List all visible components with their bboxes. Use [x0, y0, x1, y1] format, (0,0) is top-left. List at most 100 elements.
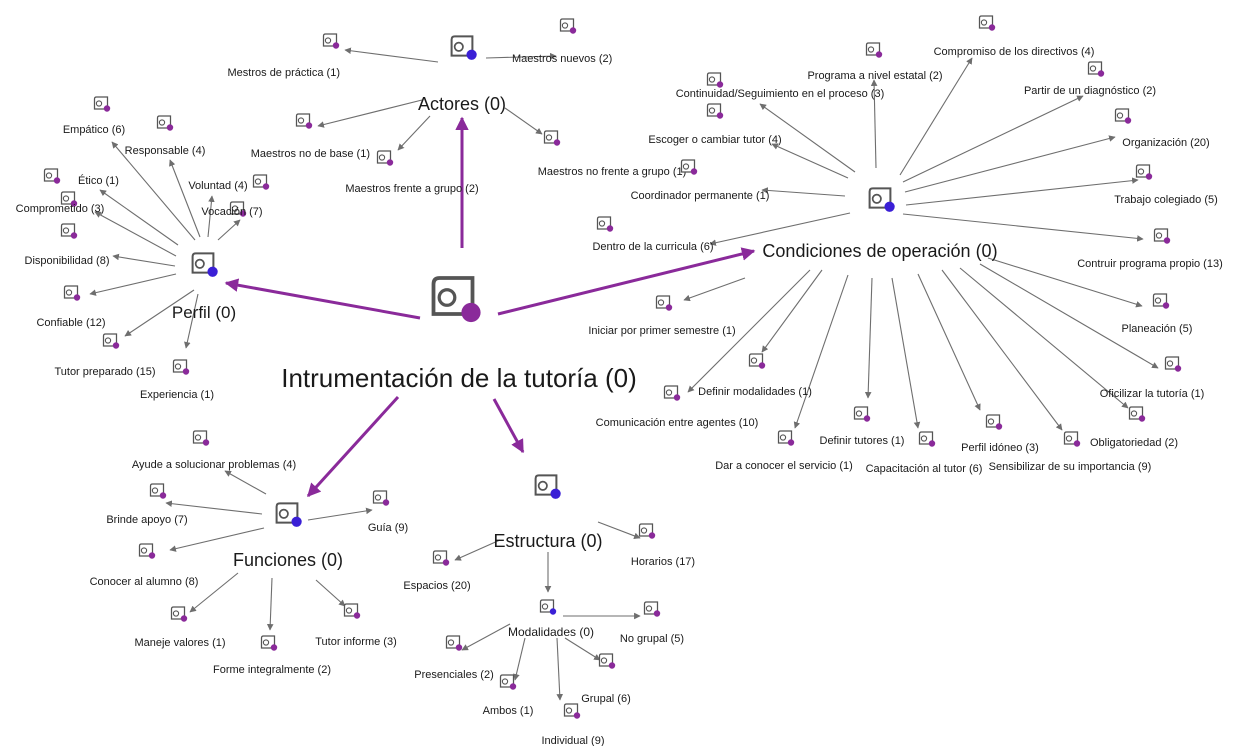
arrow-perfil-4: [94, 211, 177, 257]
code-actores-3-icon[interactable]: [376, 150, 394, 166]
code-funciones-0-icon[interactable]: [192, 430, 210, 446]
arrow-condiciones-12: [761, 269, 823, 353]
code-perfil-3-icon[interactable]: [252, 174, 270, 190]
code-perfil-0-icon[interactable]: [93, 96, 111, 112]
code-actores-2-icon[interactable]: [295, 113, 313, 129]
code-perfil-9-label: Experiencia (1): [140, 389, 214, 401]
code-funciones-4-icon[interactable]: [170, 606, 188, 622]
code-condiciones-9-label: Contruir programa propio (13): [1077, 258, 1223, 270]
arrow-actores-0: [344, 47, 439, 63]
code-condiciones-4-label: Escoger o cambiar tutor (4): [648, 134, 781, 146]
code-condiciones-16-icon[interactable]: [777, 430, 795, 446]
arrow-condiciones-2: [759, 103, 856, 173]
code-condiciones-12-icon[interactable]: [748, 353, 766, 369]
family-modalidades-label: Modalidades (0): [508, 625, 594, 639]
arrow-estructura-0: [454, 539, 501, 561]
code-condiciones-1-icon[interactable]: [865, 42, 883, 58]
family-actores-icon[interactable]: [450, 35, 477, 60]
code-perfil-4-icon[interactable]: [60, 191, 78, 207]
arrow-actores-1: [485, 52, 557, 60]
code-actores-3-label: Maestros frente a grupo (2): [345, 183, 478, 195]
arrow-condiciones-1: [870, 79, 878, 169]
code-condiciones-13-icon[interactable]: [1164, 356, 1182, 372]
code-condiciones-14-icon[interactable]: [663, 385, 681, 401]
code-condiciones-19-icon[interactable]: [985, 414, 1003, 430]
code-condiciones-17-icon[interactable]: [853, 406, 871, 422]
arrow-condiciones-19: [917, 273, 981, 411]
code-condiciones-8-icon[interactable]: [596, 216, 614, 232]
arrow-perfil-1: [169, 159, 201, 238]
code-perfil-5-icon[interactable]: [229, 201, 247, 217]
arrow-condiciones-20: [941, 269, 1063, 431]
code-condiciones-3-label: Partir de un diagnóstico (2): [1024, 85, 1156, 97]
code-funciones-1-icon[interactable]: [149, 483, 167, 499]
code-perfil-6-icon[interactable]: [60, 223, 78, 239]
arrow-actores-3: [397, 115, 431, 151]
code-condiciones-2-icon[interactable]: [706, 72, 724, 88]
code-condiciones-14-label: Comunicación entre agentes (10): [596, 417, 759, 429]
code-modalidades-4-icon[interactable]: [563, 703, 581, 719]
code-funciones-2-icon[interactable]: [372, 490, 390, 506]
code-perfil-2-icon[interactable]: [43, 168, 61, 184]
code-estructura-1-icon[interactable]: [638, 523, 656, 539]
code-funciones-3-icon[interactable]: [138, 543, 156, 559]
code-actores-4-icon[interactable]: [543, 130, 561, 146]
code-condiciones-6-icon[interactable]: [680, 159, 698, 175]
family-estructura-icon[interactable]: [534, 474, 561, 499]
code-perfil-8-icon[interactable]: [102, 333, 120, 349]
root-label: Intrumentación de la tutoría (0): [281, 363, 637, 393]
code-condiciones-3-icon[interactable]: [1087, 61, 1105, 77]
family-perfil-label: Perfil (0): [172, 303, 236, 322]
code-modalidades-3-icon[interactable]: [499, 674, 517, 690]
code-funciones-5-icon[interactable]: [260, 635, 278, 651]
code-estructura-0-icon[interactable]: [432, 550, 450, 566]
code-perfil-7-icon[interactable]: [63, 285, 81, 301]
code-condiciones-5-icon[interactable]: [1114, 108, 1132, 124]
code-condiciones-17-label: Definir tutores (1): [820, 435, 905, 447]
code-condiciones-11-icon[interactable]: [1152, 293, 1170, 309]
code-condiciones-18-label: Capacitación al tutor (6): [866, 463, 983, 475]
code-actores-0-icon[interactable]: [322, 33, 340, 49]
code-condiciones-18-icon[interactable]: [918, 431, 936, 447]
code-condiciones-10-icon[interactable]: [655, 295, 673, 311]
code-perfil-6-label: Disponibilidad (8): [25, 255, 110, 267]
code-estructura-0-label: Espacios (20): [403, 580, 470, 592]
family-modalidades-icon[interactable]: [539, 599, 557, 615]
code-modalidades-2-icon[interactable]: [598, 653, 616, 669]
arrow-perfil-2: [99, 189, 179, 246]
code-perfil-1-icon[interactable]: [156, 115, 174, 131]
code-modalidades-1-icon[interactable]: [445, 635, 463, 651]
code-actores-1-label: Maestros nuevos (2): [512, 53, 612, 65]
code-actores-4-label: Maestros no frente a grupo (1): [538, 166, 687, 178]
arrow-modalidades-1: [461, 623, 511, 651]
code-perfil-0-label: Empático (6): [63, 124, 125, 136]
arrow-perfil-0: [111, 141, 196, 241]
code-actores-1-icon[interactable]: [559, 18, 577, 34]
arrow-perfil-6: [112, 253, 176, 267]
family-funciones-label: Funciones (0): [233, 550, 343, 570]
code-perfil-9-icon[interactable]: [172, 359, 190, 375]
root-code-group-icon[interactable]: [431, 276, 481, 323]
code-condiciones-15-icon[interactable]: [1128, 406, 1146, 422]
arrow-condiciones-13: [979, 263, 1159, 369]
code-condiciones-4-icon[interactable]: [706, 103, 724, 119]
code-condiciones-7-icon[interactable]: [1135, 164, 1153, 180]
code-condiciones-1-label: Programa a nivel estatal (2): [807, 70, 942, 82]
arrow-condiciones-0: [899, 57, 973, 176]
code-condiciones-7-label: Trabajo colegiado (5): [1114, 194, 1218, 206]
code-funciones-5-label: Forme integralmente (2): [213, 664, 331, 676]
code-condiciones-13-label: Oficilizar la tutoría (1): [1100, 388, 1205, 400]
family-perfil-icon[interactable]: [191, 252, 218, 277]
code-modalidades-0-icon[interactable]: [643, 601, 661, 617]
family-condiciones-icon[interactable]: [868, 187, 895, 212]
code-condiciones-10-label: Iniciar por primer semestre (1): [588, 325, 735, 337]
family-funciones-icon[interactable]: [275, 502, 302, 527]
code-condiciones-20-icon[interactable]: [1063, 431, 1081, 447]
arrow-funciones-1: [165, 500, 263, 515]
code-condiciones-0-icon[interactable]: [978, 15, 996, 31]
code-condiciones-16-label: Dar a conocer el servicio (1): [715, 460, 853, 472]
code-funciones-6-icon[interactable]: [343, 603, 361, 619]
code-condiciones-5-label: Organización (20): [1122, 137, 1209, 149]
code-condiciones-9-icon[interactable]: [1153, 228, 1171, 244]
